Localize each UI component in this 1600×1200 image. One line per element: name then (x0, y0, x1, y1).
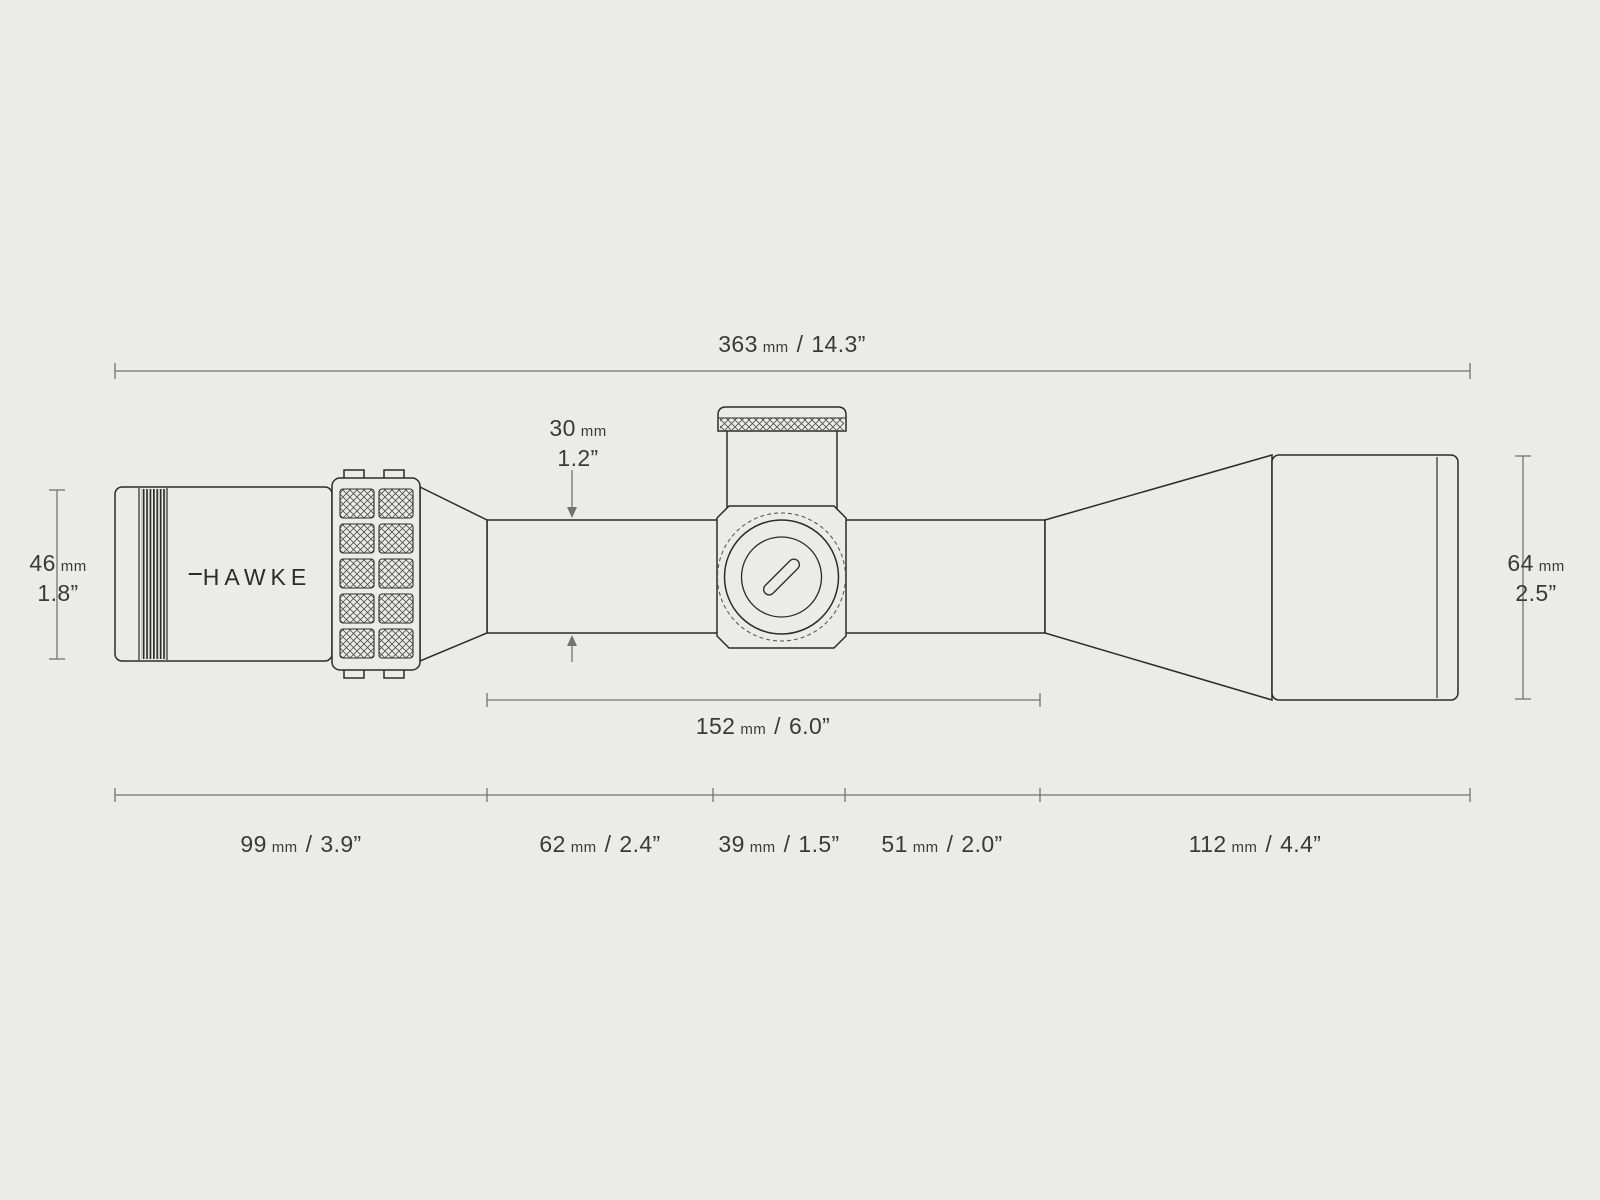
separator: / (796, 331, 804, 357)
turret-cap-knurling (720, 418, 844, 430)
dim-objective-in: 2.5” (1515, 580, 1557, 606)
dim-eyepiece-in: 1.8” (37, 580, 79, 606)
brand-logo: HAWKE (189, 564, 312, 591)
side-turret-scallop (716, 512, 847, 642)
unit-mm: mm (749, 839, 776, 856)
unit-mm: mm (740, 721, 767, 738)
unit-mm: mm (1231, 839, 1258, 856)
dim-overall-mm: 363 (718, 331, 758, 357)
objective-bell (1271, 454, 1459, 701)
objective-taper (1044, 454, 1273, 702)
dimension-lines (49, 363, 1531, 802)
separator: / (946, 831, 954, 857)
unit-mm: mm (762, 339, 789, 356)
unit-mm: mm (570, 839, 597, 856)
eyepiece-ribbed-ring (141, 489, 167, 659)
seg4-mm: 51 (881, 831, 908, 857)
unit-mm: mm (1538, 558, 1565, 575)
dim-tube-in: 1.2” (557, 445, 599, 471)
turret-slot (762, 558, 801, 596)
unit-mm: mm (271, 839, 298, 856)
zoom-ring-knurling (339, 488, 414, 659)
seg3-mm: 39 (718, 831, 745, 857)
seg4-in: 2.0” (961, 831, 1003, 857)
dim-tubelen-in: 6.0” (788, 713, 831, 739)
dim-overall-in: 14.3” (811, 331, 866, 357)
unit-mm: mm (912, 839, 939, 856)
seg2-in: 2.4” (619, 831, 661, 857)
dim-eyepiece-mm: 46 (29, 550, 56, 576)
separator: / (1265, 831, 1273, 857)
unit-mm: mm (60, 558, 87, 575)
dim-tube-mm: 30 (549, 415, 576, 441)
seg5-mm: 112 (1188, 831, 1227, 857)
seg3-in: 1.5” (798, 831, 840, 857)
seg1-mm: 99 (240, 831, 267, 857)
seg5-in: 4.4” (1280, 831, 1322, 857)
seg1-in: 3.9” (320, 831, 362, 857)
seg2-mm: 62 (539, 831, 566, 857)
separator: / (604, 831, 612, 857)
unit-mm: mm (580, 423, 607, 440)
scope-body (114, 406, 1459, 702)
separator: / (783, 831, 791, 857)
separator: / (305, 831, 313, 857)
separator: / (774, 713, 781, 739)
dim-objective-mm: 64 (1507, 550, 1534, 576)
eyepiece-taper (419, 485, 488, 663)
dim-tubelen-mm: 152 (695, 713, 736, 739)
